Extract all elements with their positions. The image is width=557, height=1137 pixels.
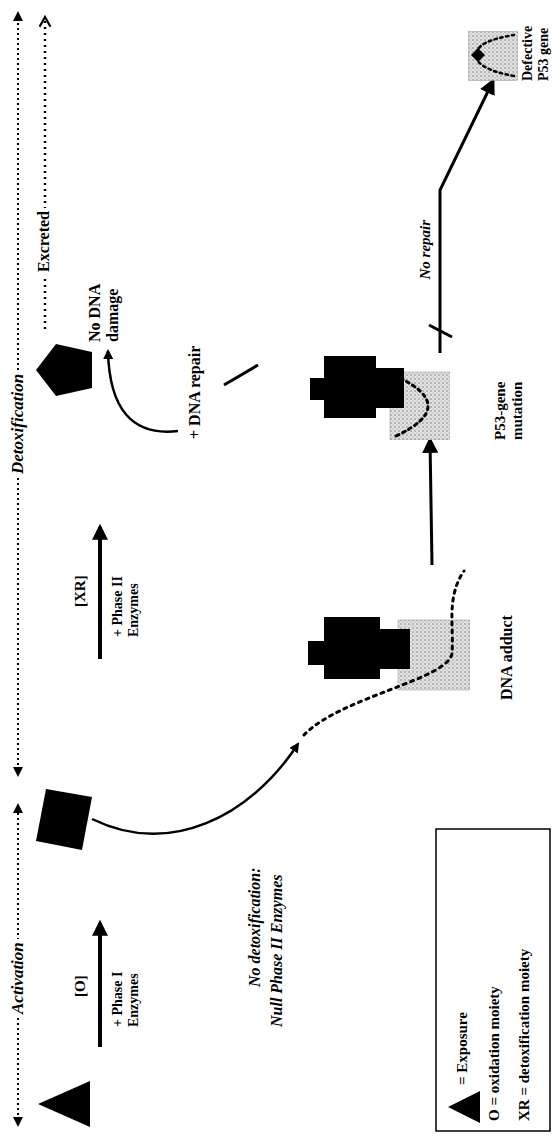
repair-arrow: [108, 351, 178, 432]
adduct-shape: [310, 378, 324, 400]
pathway-arrow: [430, 440, 432, 565]
figure-label: Defective P53 gene: [520, 15, 551, 81]
legend-entry: O = oxidation moiety: [486, 986, 503, 1121]
adduct-shape: [324, 617, 380, 679]
text-label: No detoxification:: [246, 867, 264, 987]
text-label: Null Phase II Enzymes: [268, 875, 286, 1027]
gene-box: [469, 32, 518, 81]
adduct-shape: [308, 641, 324, 665]
text-label: [O]: [72, 975, 89, 997]
pathway-curve: [92, 744, 298, 834]
adduct-shape: [380, 629, 410, 669]
dna-strand: [304, 571, 464, 735]
gene-figure: DNA adduct: [300, 565, 516, 737]
gene-figure: Defective P53 gene: [468, 13, 552, 81]
text-label: No DNA damage: [86, 272, 123, 342]
edge-label: No repair: [417, 217, 434, 283]
figure-label: P53-gene mutation: [492, 364, 526, 440]
excretion-arrow: [44, 17, 47, 329]
legend-entry: XR = detoxification moiety: [516, 949, 533, 1121]
exposure-triangle: [38, 1081, 90, 1127]
mutation-mark: [471, 48, 485, 62]
figure-label: DNA adduct: [498, 615, 516, 700]
detoxified-metabolite: [36, 344, 92, 396]
text-label: [XR]: [72, 575, 89, 607]
text-label: + Phase II Enzymes: [110, 557, 142, 637]
text-label: Activation: [8, 939, 28, 1017]
branch-tick: [224, 365, 258, 385]
text-label: + Phase I Enzymes: [110, 955, 142, 1027]
text-label: + DNA repair: [186, 346, 204, 439]
text-label: Excreted: [35, 208, 53, 275]
gene-icon: [300, 567, 470, 737]
gene-icon: [310, 355, 450, 440]
pathway-arrow: [440, 81, 493, 353]
reaction-arrow: [98, 923, 102, 1047]
adduct-shape: [376, 368, 404, 408]
legend-triangle: [448, 1091, 480, 1123]
gene-figure: P53-gene mutation: [310, 353, 526, 440]
legend-entry: = Exposure: [454, 1012, 471, 1085]
reaction-arrow: [98, 527, 102, 659]
activated-metabolite: [36, 789, 92, 850]
gene-icon: [468, 31, 518, 81]
text-label: Detoxification: [8, 371, 28, 477]
legend-frame: [436, 829, 550, 1131]
adduct-shape: [324, 356, 376, 418]
